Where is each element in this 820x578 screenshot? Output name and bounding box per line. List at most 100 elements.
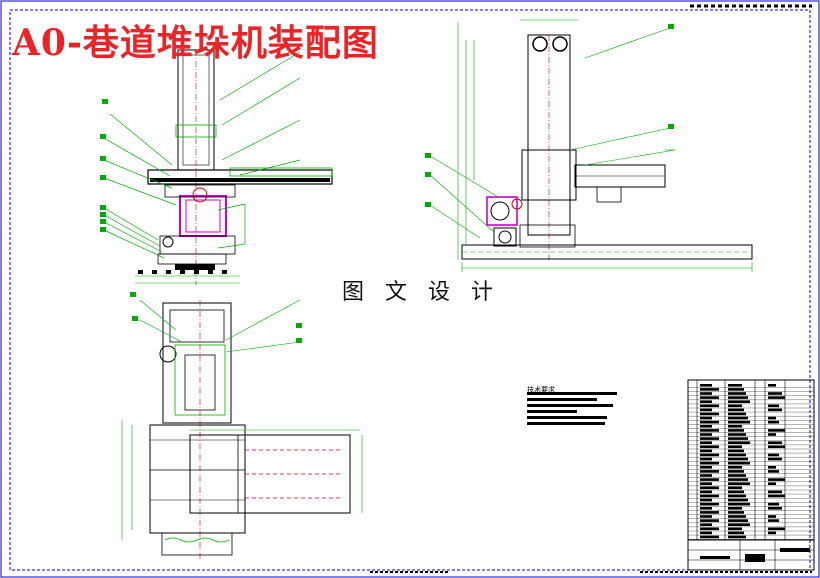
parts-row-fill — [728, 490, 744, 494]
parts-row-fill — [728, 412, 746, 416]
technical-requirements — [527, 392, 617, 425]
parts-row-fill — [768, 404, 779, 408]
parts-row-fill — [728, 502, 750, 506]
parts-row-fill — [728, 449, 744, 453]
parts-row-fill — [768, 429, 785, 432]
parts-row-fill — [728, 437, 748, 440]
parts-row-fill — [700, 384, 712, 387]
parts-row-fill — [768, 457, 782, 461]
title-block — [687, 379, 815, 571]
side-view — [425, 19, 753, 272]
parts-row-fill — [700, 437, 719, 440]
parts-row-fill — [728, 482, 750, 485]
parts-row-fill — [700, 523, 712, 526]
parts-row-fill — [700, 416, 712, 420]
parts-row-fill — [700, 433, 712, 436]
parts-row-fill — [700, 490, 712, 494]
drive-motor — [179, 195, 227, 237]
parts-row-fill — [728, 531, 744, 535]
parts-row-fill — [728, 445, 742, 449]
parts-row-fill — [728, 429, 744, 432]
parts-row-fill — [700, 498, 712, 502]
parts-row-fill — [700, 511, 719, 514]
parts-row-fill — [728, 494, 746, 498]
parts-row-fill — [700, 425, 712, 428]
technical-requirements-heading: 技术要求 — [527, 386, 555, 394]
parts-row-fill — [700, 457, 712, 461]
parts-row-fill — [728, 527, 742, 531]
parts-row-fill — [700, 400, 712, 403]
parts-row-fill — [768, 470, 779, 473]
parts-row-fill — [700, 494, 719, 498]
parts-row-fill — [700, 486, 719, 490]
parts-row-fill — [700, 461, 719, 465]
parts-row-fill — [700, 429, 719, 432]
parts-row-fill — [700, 470, 719, 473]
parts-row-fill — [768, 441, 782, 444]
parts-row-fill — [700, 502, 719, 506]
watermark-text: 图 文 设 计 — [342, 280, 500, 305]
parts-row-fill — [728, 400, 750, 403]
parts-row-fill — [728, 433, 746, 436]
parts-row-fill — [728, 461, 750, 465]
parts-row-fill — [728, 474, 746, 477]
parts-row-fill — [768, 527, 785, 531]
parts-row-fill — [768, 490, 782, 494]
parts-row-fill — [728, 507, 742, 510]
parts-row-fill — [700, 474, 712, 477]
drawing-title: A0-巷道堆垛机装配图 — [12, 22, 379, 64]
parts-row-fill — [728, 408, 744, 412]
parts-row-fill — [728, 466, 742, 469]
parts-row-fill — [768, 453, 779, 457]
parts-row-fill — [768, 507, 782, 510]
parts-row-fill — [728, 392, 746, 395]
parts-row-fill — [700, 519, 719, 522]
parts-row-fill — [728, 420, 750, 424]
parts-row-fill — [768, 420, 779, 424]
parts-row-fill — [768, 396, 785, 399]
parts-row-fill — [700, 408, 712, 412]
parts-row-fill — [700, 453, 719, 457]
parts-row-fill — [700, 441, 712, 444]
parts-row-fill — [728, 416, 748, 420]
parts-row-fill — [700, 445, 719, 449]
parts-row-fill — [768, 519, 779, 522]
parts-row-fill — [728, 384, 742, 387]
parts-row-fill — [700, 515, 712, 518]
parts-row-fill — [768, 531, 776, 535]
parts-row-fill — [768, 408, 782, 412]
parts-row-fill — [700, 396, 719, 399]
parts-row-fill — [700, 482, 712, 485]
parts-row-fill — [728, 486, 742, 490]
parts-row-fill — [700, 388, 719, 391]
front-view — [100, 49, 333, 285]
parts-row-fill — [700, 478, 719, 481]
parts-row-fill — [768, 515, 776, 518]
parts-row-fill — [700, 507, 712, 510]
parts-row-fill — [768, 445, 785, 449]
sheet-inner-border — [9, 9, 811, 571]
side-motor — [486, 196, 518, 226]
parts-row-fill — [700, 531, 712, 535]
parts-row-fill — [700, 412, 719, 416]
parts-row-fill — [768, 416, 776, 420]
parts-row-fill — [700, 392, 712, 395]
parts-row-fill — [728, 535, 746, 539]
parts-row-fill — [700, 527, 719, 531]
top-view — [121, 292, 363, 560]
parts-row-fill — [728, 453, 746, 457]
parts-row-fill — [768, 466, 776, 469]
parts-row-fill — [728, 404, 742, 408]
parts-row-fill — [728, 519, 748, 522]
parts-row-fill — [700, 449, 712, 453]
fork-platform — [147, 169, 333, 185]
parts-row-fill — [728, 498, 748, 502]
parts-row-fill — [700, 404, 719, 408]
parts-row-fill — [768, 502, 779, 506]
parts-row-fill — [728, 523, 750, 526]
parts-row-fill — [768, 384, 776, 387]
parts-row-fill — [700, 535, 719, 539]
parts-row-fill — [728, 470, 744, 473]
